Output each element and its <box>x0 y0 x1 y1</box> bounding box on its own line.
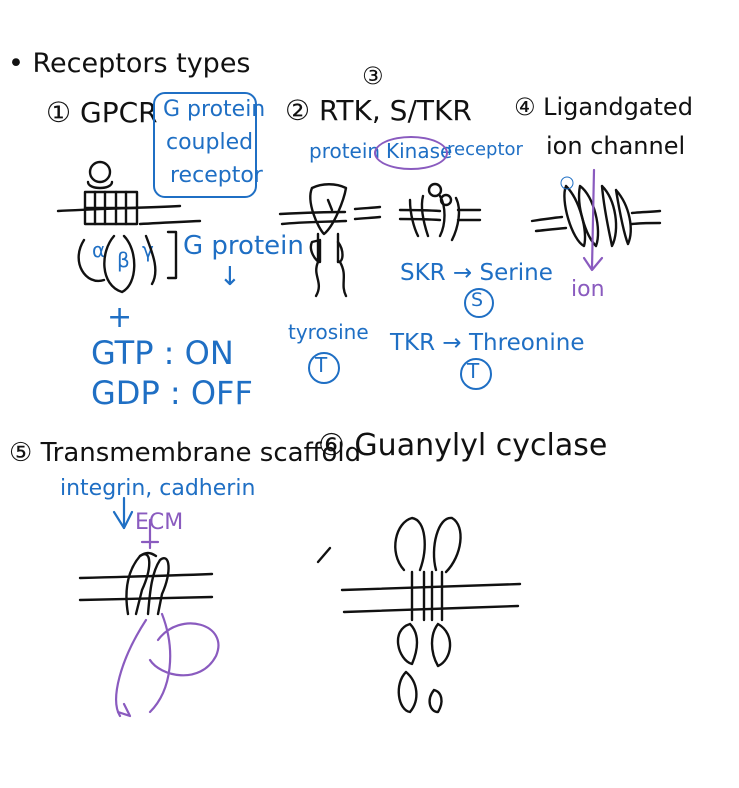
scaffold-examples: integrin, cadherin <box>60 476 256 501</box>
ion-word: ion <box>571 277 605 302</box>
rtk-protein: protein <box>309 139 381 163</box>
gtp-on: GTP : ON <box>91 334 234 372</box>
rtk-receptor: receptor <box>447 139 523 160</box>
gpcr-note-line3: receptor <box>170 163 263 188</box>
subunit-alpha: α <box>92 238 106 262</box>
ecm-label: ECM <box>135 510 184 535</box>
gpcr-label: ① GPCR <box>46 96 158 129</box>
serine-circle <box>464 288 494 318</box>
gdp-off: GDP : OFF <box>91 374 253 412</box>
gpcr-note-line2: coupled <box>166 130 254 155</box>
gprotein-arrow: ↓ <box>219 262 241 292</box>
scaffold-label: ⑤ Transmembrane scaffold <box>9 438 362 468</box>
guanylyl-cyclase-drawing <box>316 516 522 714</box>
gpcr-note-box <box>153 92 257 198</box>
threonine-circle <box>460 358 492 390</box>
gprotein-label: G protein <box>183 231 304 261</box>
tyrosine-circle-letter: T <box>315 353 328 377</box>
threonine-circle-letter: T <box>467 359 480 383</box>
gpcr-note-line1: G protein <box>163 97 266 122</box>
scaffold-purple-annotations <box>115 518 220 718</box>
rtk-label: ② RTK, S/TKR <box>285 94 472 127</box>
kinase-circle <box>374 136 448 170</box>
ligand-dot-icon <box>560 176 574 190</box>
ion-channel-label-2: ion channel <box>546 132 686 160</box>
tyrosine-circle <box>308 352 340 384</box>
subunit-beta: β <box>117 248 130 272</box>
gpcr-receptor-drawing <box>56 160 202 294</box>
serine-circle-letter: S <box>471 289 484 311</box>
section-three-marker: ③ <box>362 62 384 90</box>
page-title: • Receptors types <box>8 48 251 79</box>
ion-channel-label: ④ Ligandgated <box>514 93 693 121</box>
plus-sign: + <box>107 300 133 335</box>
cyclase-label: ⑥ Guanylyl cyclase <box>318 428 608 463</box>
ion-flow-arrow-icon <box>590 168 596 270</box>
subunit-gamma: γ <box>142 238 154 262</box>
tyrosine-label: tyrosine <box>288 320 369 344</box>
rtk-receptor-drawing <box>278 182 482 298</box>
skr-serine: SKR → Serine <box>400 260 553 286</box>
tkr-threonine: TKR → Threonine <box>390 330 585 356</box>
ion-channel-drawing <box>530 184 662 248</box>
scaffold-drawing <box>78 551 214 616</box>
